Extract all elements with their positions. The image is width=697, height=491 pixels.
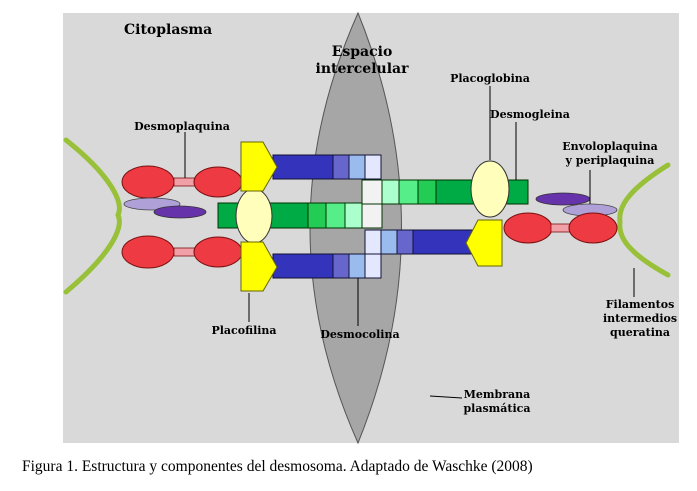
- plakophilin-left-top: [240, 141, 278, 192]
- desmoplakin-left-top-b: [193, 166, 243, 198]
- keratin-filament-left: [63, 137, 122, 295]
- label-intercellular-space-1: Espacio: [332, 44, 393, 60]
- label-plakophilin: Placofilina: [211, 324, 276, 337]
- plakophilin-left-bottom: [240, 241, 278, 292]
- envoplakin-left-dark: [153, 205, 207, 219]
- envoplakin-right-dark: [535, 192, 591, 206]
- label-cytoplasm: Citoplasma: [124, 22, 212, 38]
- label-desmocollin: Desmocolina: [320, 328, 399, 341]
- label-intercellular-space-2: intercelular: [316, 61, 410, 77]
- plakophilin-right: [465, 219, 503, 267]
- label-envoplakin-1: Envoloplaquina: [562, 140, 658, 153]
- label-filaments-1: Filamentos: [606, 298, 675, 311]
- figure-caption: Figura 1. Estructura y componentes del d…: [22, 458, 533, 475]
- leader-membrane: [429, 395, 463, 399]
- plakoglobin-right: [470, 160, 510, 218]
- desmoplakin-left-bottom-b: [193, 236, 243, 268]
- label-membrane-1: Membrana: [464, 388, 531, 401]
- desmoplakin-left-bottom-link: [173, 247, 197, 257]
- desmoplakin-left-top-a: [121, 165, 175, 199]
- label-desmoglein: Desmogleina: [490, 108, 570, 121]
- label-filaments-3: queratina: [610, 326, 670, 339]
- label-membrane-2: plasmática: [463, 402, 530, 415]
- label-filaments-2: intermedios: [603, 312, 677, 325]
- desmoplakin-left-bottom-a: [121, 235, 175, 269]
- label-envoplakin-2: y periplaquina: [565, 154, 655, 167]
- plakoglobin-left: [235, 188, 273, 244]
- desmoplakin-left-top-link: [173, 177, 197, 187]
- desmoplakin-right-b: [568, 212, 618, 244]
- label-desmoplakin: Desmoplaquina: [134, 120, 230, 133]
- keratin-filament-right: [617, 162, 671, 278]
- desmoplakin-right-link: [550, 223, 572, 233]
- label-plakoglobin: Placoglobina: [450, 72, 530, 85]
- desmoplakin-right-a: [503, 212, 553, 244]
